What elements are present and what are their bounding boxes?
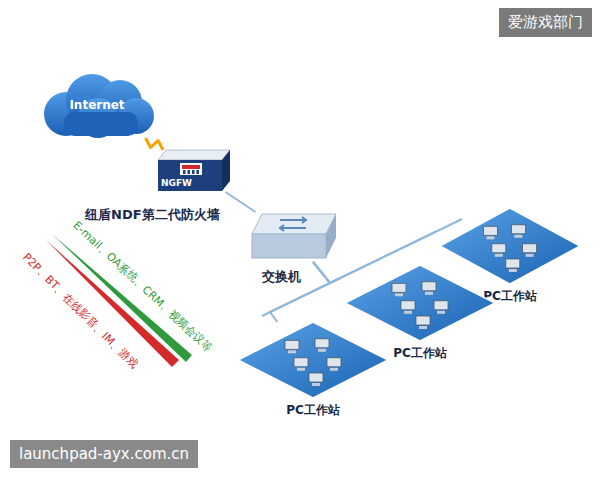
device-icon	[188, 170, 191, 174]
switch-front	[252, 234, 326, 258]
tile	[238, 322, 388, 398]
switch-arrow	[280, 227, 306, 229]
node-heading: 纽盾NDF第二代防火墙	[85, 206, 220, 224]
device-front	[158, 160, 222, 191]
pc-desk	[526, 254, 534, 257]
pc-desk	[330, 368, 338, 371]
device-icon	[180, 163, 202, 175]
pc-desk	[425, 292, 433, 295]
device-side	[222, 150, 230, 191]
watermark: launchpad-ayx.com.cn	[10, 440, 198, 468]
switch-arrow	[280, 219, 306, 221]
pc-desk	[318, 349, 326, 352]
pc-monitor	[294, 358, 308, 367]
node-label: NGFW	[161, 178, 192, 188]
pc-desk	[486, 236, 494, 239]
pc-desk	[395, 293, 403, 296]
sw-shape	[250, 212, 336, 262]
tile	[440, 208, 580, 284]
pc-monitor	[392, 283, 406, 292]
node-label: PC工作站	[234, 402, 392, 419]
pc-monitor	[422, 282, 436, 291]
watermark: 爱游戏部门	[499, 8, 592, 37]
traffic-allowed-note: E-mail、OA系统、CRM、视频会议等	[70, 218, 216, 355]
pc-monitor	[492, 244, 506, 253]
pc-monitor	[285, 340, 299, 349]
pc-monitor	[309, 373, 323, 382]
pc-desk	[312, 383, 320, 386]
pc-monitor	[434, 301, 448, 310]
switch-side	[326, 214, 336, 258]
pc-monitor	[483, 226, 497, 235]
switch-arrow	[302, 217, 306, 223]
node-label: Internet	[34, 98, 160, 112]
firewall-device: NGFW纽盾NDF第二代防火墙	[158, 150, 230, 192]
pc-desk	[288, 350, 296, 353]
pc-monitor	[327, 358, 341, 367]
node-label: 交换机	[262, 268, 301, 286]
pc-monitor	[416, 316, 430, 325]
pc-monitor	[506, 259, 520, 268]
pc-desk	[437, 311, 445, 314]
device-icon	[197, 170, 200, 174]
device-icon	[183, 170, 186, 174]
pc-desk	[297, 368, 305, 371]
pc-monitor	[401, 301, 415, 310]
pc-desk	[495, 254, 503, 257]
device-icon	[182, 165, 200, 169]
tile	[345, 265, 495, 341]
internet-cloud: Internet	[34, 72, 160, 138]
pc-monitor	[523, 244, 537, 253]
internet-link	[146, 138, 164, 150]
pc-desk	[419, 326, 427, 329]
network-link	[226, 192, 256, 212]
pc-desk	[509, 269, 517, 272]
cloud-base	[64, 112, 138, 136]
pc-desk	[514, 235, 522, 238]
device-top	[158, 150, 230, 160]
switch-arrow	[280, 225, 284, 231]
switch-device: 交换机	[250, 212, 336, 262]
workstation-tile: PC工作站	[234, 322, 392, 420]
switch-top	[252, 214, 336, 234]
device-icon	[192, 170, 195, 174]
pc-monitor	[315, 339, 329, 348]
pc-desk	[404, 311, 412, 314]
pc-monitor	[511, 225, 525, 234]
